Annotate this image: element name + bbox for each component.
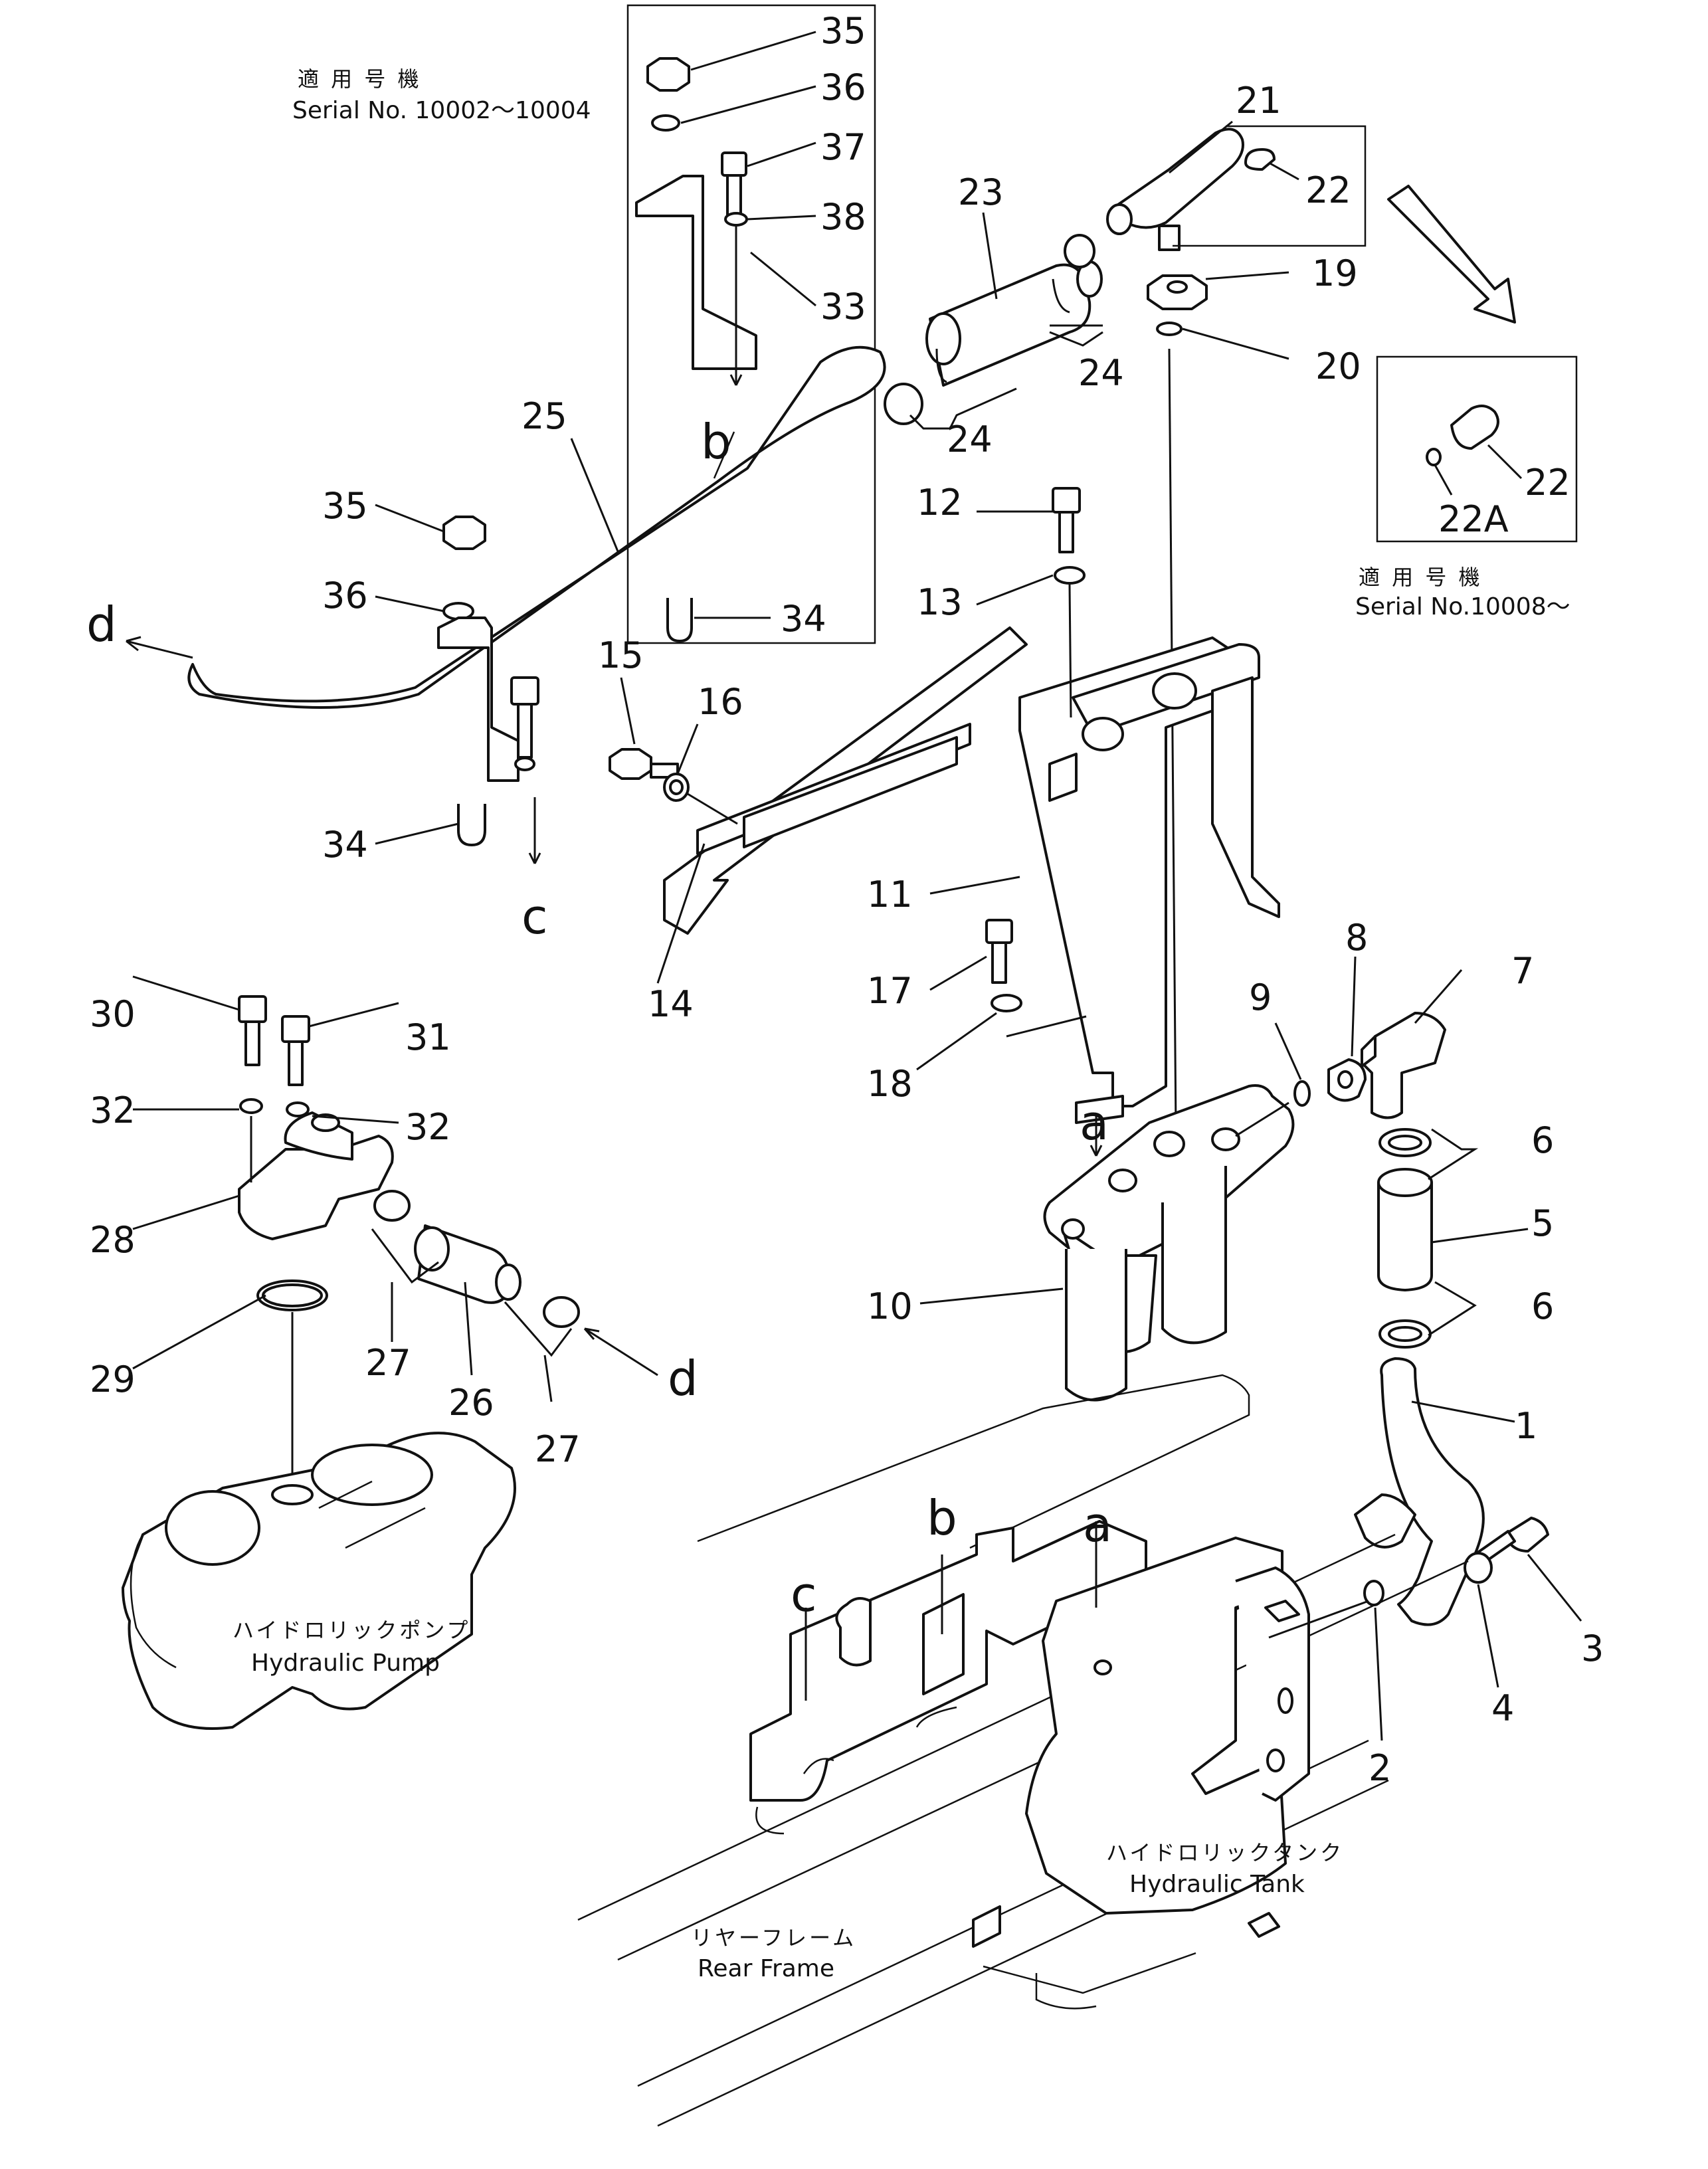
part-number-3: 3 bbox=[1581, 1628, 1604, 1669]
part-number-24-right: 24 bbox=[1078, 352, 1124, 394]
part-number-19: 19 bbox=[1312, 252, 1358, 294]
hose-5 bbox=[1377, 1128, 1529, 1349]
rear-frame-en: Rear Frame bbox=[698, 1955, 834, 1982]
fittings-7-8-9 bbox=[1274, 956, 1463, 1119]
part-number-20: 20 bbox=[1315, 345, 1361, 387]
bolt-12 bbox=[976, 487, 1086, 718]
inset-serial-10008 bbox=[1376, 355, 1578, 543]
ref-d-right: d bbox=[668, 1351, 698, 1406]
part-number-2: 2 bbox=[1369, 1747, 1391, 1789]
part-number-35-inset: 35 bbox=[820, 10, 866, 52]
part-number-1: 1 bbox=[1515, 1405, 1537, 1447]
part-number-37: 37 bbox=[820, 126, 866, 168]
part-number-26: 26 bbox=[448, 1382, 494, 1424]
part-number-36-left: 36 bbox=[322, 575, 368, 616]
part-number-32-left: 32 bbox=[90, 1089, 136, 1131]
serial-top-en: Serial No. 10002～10004 bbox=[292, 97, 591, 124]
part-number-27-left: 27 bbox=[365, 1342, 411, 1384]
leaders-upper-right bbox=[1169, 120, 1299, 360]
hydraulic-pump-en: Hydraulic Pump bbox=[251, 1650, 440, 1677]
leaders-lower-left bbox=[132, 975, 399, 1370]
part-number-28: 28 bbox=[90, 1219, 136, 1261]
part-number-16: 16 bbox=[698, 681, 743, 723]
part-number-14: 14 bbox=[648, 983, 694, 1025]
ref-b-top: b bbox=[701, 414, 731, 470]
serial-right-jp: 適 用 号 機 bbox=[1359, 565, 1483, 590]
guard-14 bbox=[609, 626, 1028, 984]
part-number-38: 38 bbox=[820, 196, 866, 238]
part-number-7: 7 bbox=[1511, 950, 1534, 992]
ref-a-top: a bbox=[1080, 1095, 1109, 1151]
hydraulic-tank-en: Hydraulic Tank bbox=[1129, 1871, 1305, 1898]
hose-23 bbox=[884, 234, 1103, 425]
elbow-21 bbox=[1106, 128, 1276, 251]
hose-26 bbox=[371, 1190, 658, 1402]
ref-c-top: c bbox=[522, 889, 548, 945]
clamp-bracket-left bbox=[437, 516, 541, 864]
part-number-13: 13 bbox=[917, 581, 963, 623]
arrow-to-inset bbox=[1387, 185, 1516, 324]
hydraulic-tank-jp: ハイドロリックタンク bbox=[1106, 1840, 1344, 1865]
rear-frame-jp: リヤーフレーム bbox=[691, 1925, 856, 1950]
part-number-36-inset: 36 bbox=[820, 66, 866, 108]
bracket-11 bbox=[1018, 636, 1280, 1157]
hydraulic-pump bbox=[122, 1432, 516, 1730]
part-number-6-bottom: 6 bbox=[1531, 1285, 1554, 1327]
part-number-11: 11 bbox=[867, 874, 913, 915]
part-number-22A: 22A bbox=[1438, 498, 1509, 540]
ref-c-bottom: c bbox=[791, 1566, 817, 1622]
bolt-3 bbox=[1363, 1517, 1582, 1741]
nut-19 bbox=[1147, 274, 1208, 1130]
part-number-22: 22 bbox=[1305, 169, 1351, 211]
leaders-hose bbox=[909, 212, 1103, 430]
part-number-35-left: 35 bbox=[322, 485, 368, 527]
ref-a-bottom: a bbox=[1083, 1497, 1112, 1553]
flange-28 bbox=[238, 995, 394, 1488]
part-number-27-right: 27 bbox=[535, 1428, 581, 1470]
ref-b-bottom: b bbox=[927, 1490, 957, 1546]
hydraulic-pump-jp: ハイドロリックポンプ bbox=[233, 1618, 470, 1643]
part-number-22-inset: 22 bbox=[1525, 462, 1570, 504]
part-number-34-left: 34 bbox=[322, 824, 368, 866]
part-number-9: 9 bbox=[1249, 977, 1272, 1018]
leaders-inset bbox=[680, 31, 816, 619]
bolt-17 bbox=[916, 876, 1087, 1071]
part-number-23: 23 bbox=[958, 171, 1004, 213]
part-number-34-inset: 34 bbox=[781, 598, 826, 640]
part-number-31: 31 bbox=[405, 1016, 451, 1058]
part-number-32-right: 32 bbox=[405, 1106, 451, 1148]
serial-top-jp: 適 用 号 機 bbox=[298, 66, 422, 92]
filter-riser-line bbox=[1268, 1600, 1369, 1639]
d-arrow-left bbox=[126, 636, 193, 659]
part-number-15: 15 bbox=[598, 634, 644, 676]
part-number-6-top: 6 bbox=[1531, 1119, 1554, 1161]
part-number-4: 4 bbox=[1491, 1687, 1514, 1729]
pipe-1 bbox=[1354, 1357, 1515, 1626]
part-number-8: 8 bbox=[1345, 917, 1368, 959]
inset-box-22 bbox=[1173, 125, 1367, 247]
inset-serial-10002-10004 bbox=[626, 4, 876, 644]
part-number-21: 21 bbox=[1236, 80, 1281, 122]
part-number-18: 18 bbox=[867, 1063, 913, 1105]
serial-right-en: Serial No.10008～ bbox=[1355, 593, 1570, 620]
part-number-12: 12 bbox=[917, 482, 963, 523]
part-number-17: 17 bbox=[867, 970, 913, 1012]
part-number-24-left: 24 bbox=[947, 419, 993, 460]
hydraulic-tank bbox=[972, 1537, 1310, 2010]
rear-frame bbox=[577, 1374, 1469, 2127]
part-number-25: 25 bbox=[522, 395, 567, 437]
leaders-left bbox=[375, 438, 619, 845]
part-number-29: 29 bbox=[90, 1359, 136, 1400]
filter-10 bbox=[919, 1084, 1295, 1402]
part-number-30: 30 bbox=[90, 993, 136, 1035]
part-number-5: 5 bbox=[1531, 1202, 1554, 1244]
ref-leaders bbox=[805, 1521, 1097, 1701]
part-number-10: 10 bbox=[867, 1285, 913, 1327]
pipe-25 bbox=[187, 345, 886, 709]
part-number-33: 33 bbox=[820, 286, 866, 328]
ref-d-left: d bbox=[86, 597, 117, 652]
